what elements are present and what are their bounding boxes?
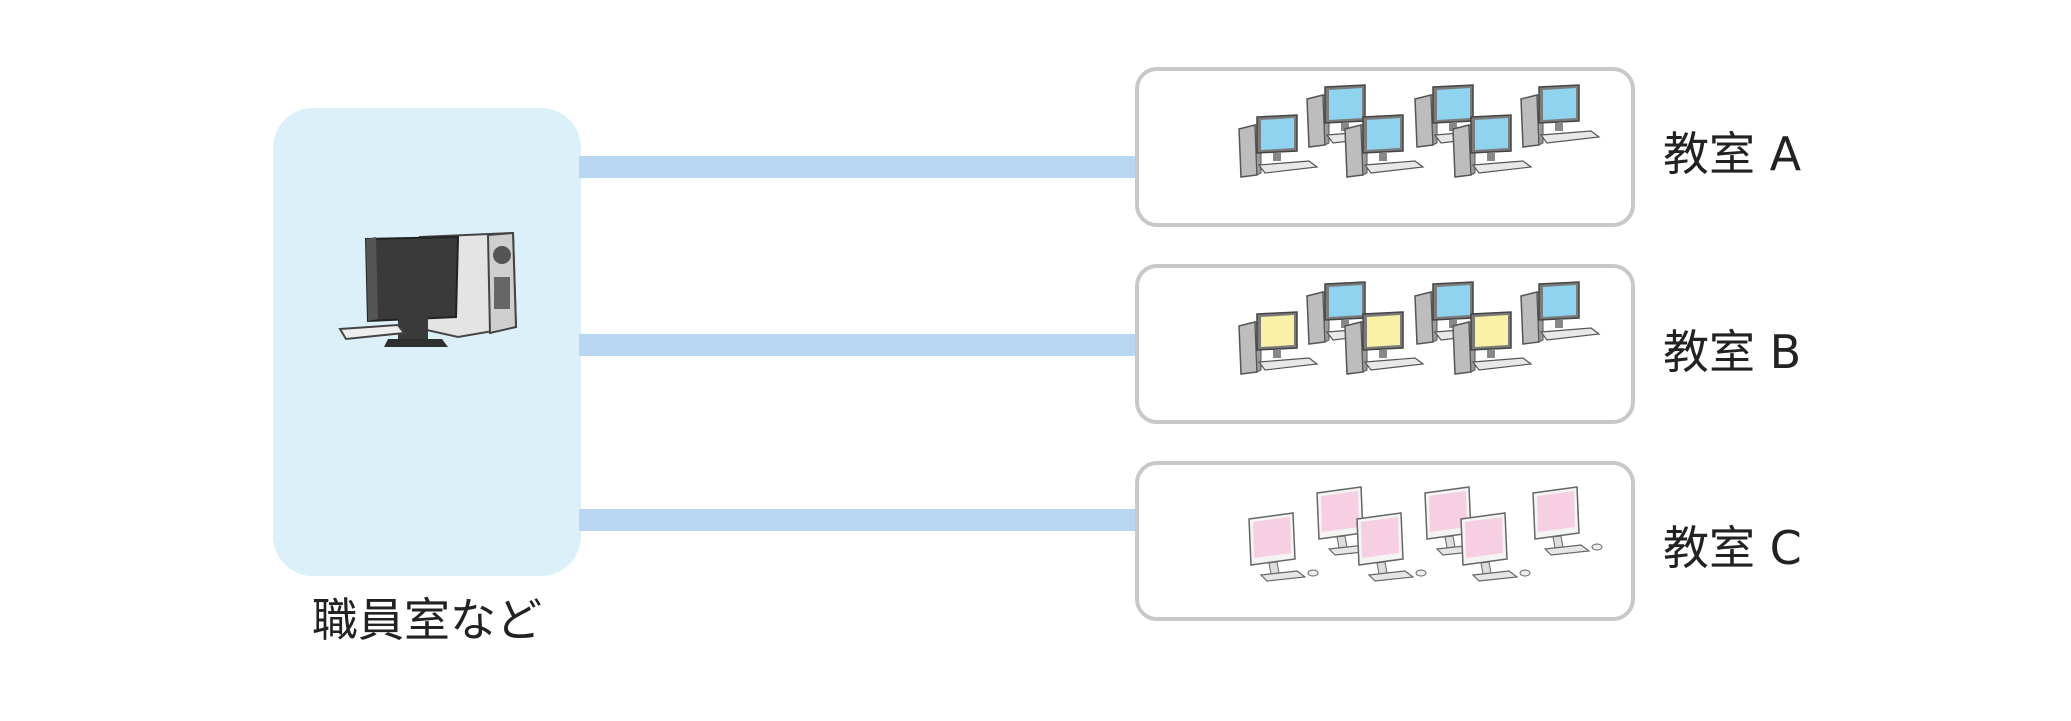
tower-pc-icon bbox=[1452, 114, 1533, 178]
tower-pc-icon bbox=[1238, 114, 1319, 178]
tower-pc-group-icon bbox=[1238, 281, 1601, 375]
arrow-to-room-c bbox=[579, 490, 1229, 550]
tower-pc-icon bbox=[1452, 311, 1533, 375]
tower-pc-icon bbox=[1520, 84, 1601, 148]
tower-pc-icon bbox=[1238, 311, 1319, 375]
room-a-label: 教室 A bbox=[1663, 127, 1802, 181]
room-c-label: 教室 C bbox=[1663, 521, 1802, 575]
all-in-one-pc-icon bbox=[1532, 486, 1603, 556]
all-in-one-pc-icon bbox=[1460, 512, 1531, 582]
all-in-one-pc-icon bbox=[1248, 512, 1319, 582]
tower-pc-icon bbox=[1414, 281, 1495, 345]
arrow-to-room-a bbox=[579, 137, 1219, 197]
room-b-box bbox=[1135, 264, 1635, 424]
all-in-one-pc-group-icon bbox=[1248, 486, 1603, 582]
source-label: 職員室など bbox=[312, 593, 542, 647]
room-b-label: 教室 B bbox=[1663, 325, 1802, 379]
tower-pc-group-icon bbox=[1238, 84, 1601, 178]
tower-pc-icon bbox=[1344, 114, 1425, 178]
all-in-one-pc-icon bbox=[1356, 512, 1427, 582]
arrow-to-room-b bbox=[579, 315, 1224, 375]
tower-pc-icon bbox=[1520, 281, 1601, 345]
desktop-computer-icon bbox=[338, 231, 518, 347]
room-a-box bbox=[1135, 67, 1635, 227]
all-in-one-pc-icon bbox=[1424, 486, 1495, 556]
room-c-box bbox=[1135, 461, 1635, 621]
tower-pc-icon bbox=[1344, 311, 1425, 375]
